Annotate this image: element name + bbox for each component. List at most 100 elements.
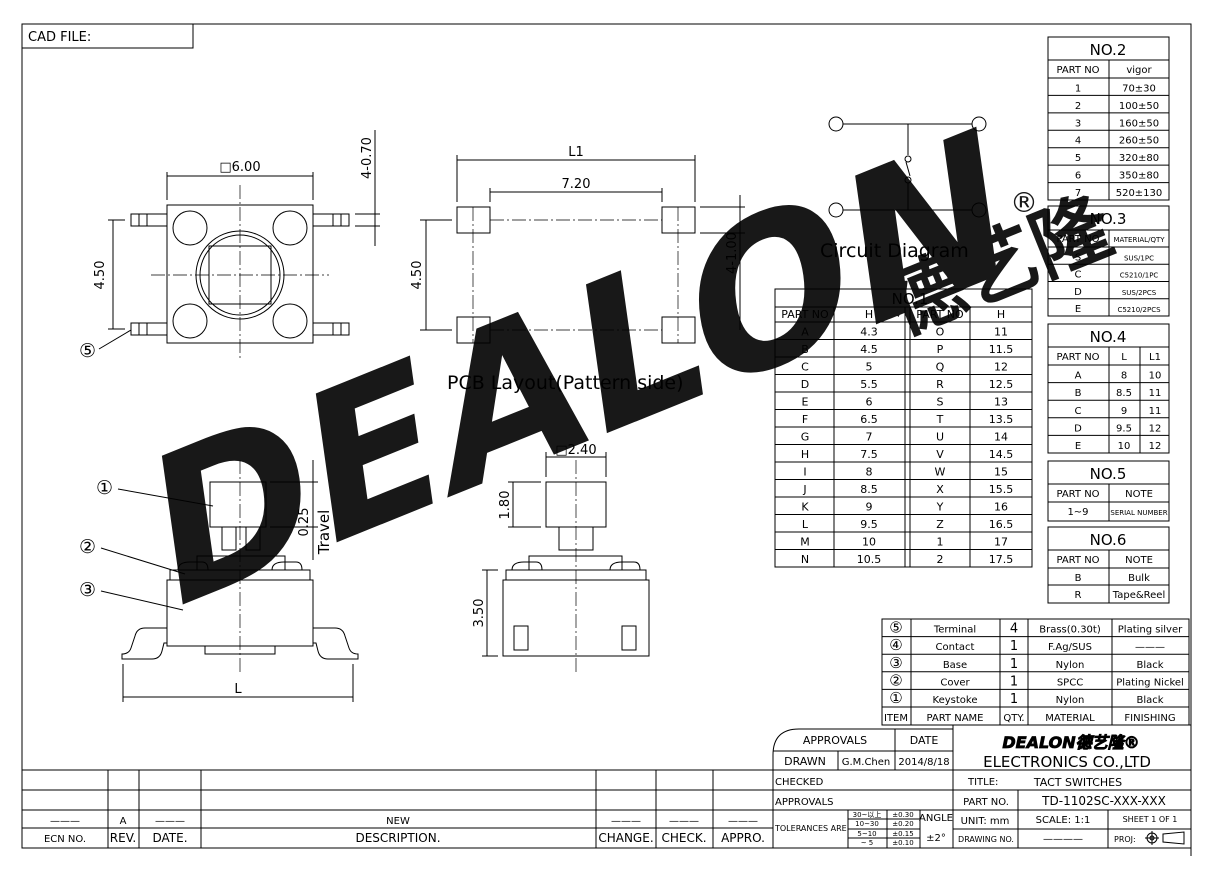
table-no4-cell: 12 [1149, 441, 1162, 452]
circuit-diagram: Circuit Diagram [820, 116, 987, 262]
table-no2-h1: vigor [1126, 65, 1152, 76]
table-no6-h0: PART NO [1056, 555, 1099, 566]
table-no2-cell: 5 [1075, 153, 1081, 164]
projection-icon [1145, 831, 1185, 845]
bom-cell: Contact [936, 642, 975, 653]
balloon-5: ⑤ [79, 340, 96, 362]
table-no6-r1c1: Tape&Reel [1112, 590, 1165, 601]
tb-date: DATE [910, 734, 939, 747]
revision-cell: ——— [155, 816, 185, 827]
table-no1-cell: 14.5 [989, 448, 1014, 461]
side-view: L 0.25 Travel ① ② ③ [79, 460, 359, 702]
table-no4-cell: 12 [1149, 423, 1162, 434]
table-no3-h0: PART NO [1056, 234, 1099, 245]
table-no1-cell: 10 [862, 536, 876, 549]
table-no1-h0: PART NO [781, 308, 829, 321]
table-no1-cell: C [801, 361, 809, 374]
table-no2-cell: 4 [1075, 136, 1081, 147]
revision-header: CHECK. [661, 831, 706, 845]
table-no5-title: NO.5 [1090, 465, 1127, 483]
table-no6-r0c1: Bulk [1128, 573, 1150, 584]
sheet-border [21, 23, 1192, 849]
table-no1-cell: W [935, 466, 946, 479]
tol-range-1: 10~30 [855, 820, 879, 828]
table-no1-cell: 15 [994, 466, 1008, 479]
bom-cell: 1 [1010, 692, 1018, 707]
table-no1-cell: R [936, 378, 944, 391]
table-no1-cell: Z [936, 518, 944, 531]
tol-range-3: ~ 5 [861, 839, 874, 847]
corner-marks [1183, 847, 1192, 856]
table-no1-cell: 11.5 [989, 343, 1014, 356]
table-no2-cell: 350±80 [1119, 171, 1159, 182]
table-no1-cell: 9 [866, 501, 873, 514]
revision-cell: A [120, 816, 127, 827]
table-no1-cell: N [801, 553, 809, 566]
table-no1-cell: 11 [994, 326, 1008, 339]
table-no4-cell: 10 [1149, 371, 1162, 382]
tb-proj: PROJ: [1114, 835, 1136, 844]
table-no1-cell: 13 [994, 396, 1008, 409]
table-no1-cell: E [802, 396, 809, 409]
tb-part-no: TD-1102SC-XXX-XXX [1041, 794, 1166, 808]
watermark-latin: DEALON [139, 79, 1021, 660]
balloon-1: ① [96, 477, 113, 499]
table-no2-cell: 1 [1075, 83, 1081, 94]
top-view: □6.00 4.50 4-0.70 ⑤ [79, 130, 380, 362]
dim-length: L [234, 682, 242, 697]
bom-cell: F.Ag/SUS [1048, 642, 1092, 653]
bom-cell: Plating silver [1118, 625, 1183, 636]
table-no4-h2: L1 [1149, 352, 1161, 363]
title-block: APPROVALS DATE DRAWN G.M.Chen 2014/8/18 … [772, 724, 1191, 848]
table-no5-r0c1: SERIAL NUMBER [1110, 509, 1167, 517]
table-no5: NO.5 PART NO NOTE 1~9 SERIAL NUMBER [1047, 460, 1170, 522]
tb-checked: CHECKED [775, 777, 824, 788]
table-no6-r1c0: R [1075, 590, 1082, 601]
table-no2-cell: 70±30 [1122, 83, 1156, 94]
circuit-caption: Circuit Diagram [820, 240, 969, 262]
table-no1-cell: 12 [994, 361, 1008, 374]
table-no1-cell: D [801, 378, 809, 391]
revision-cell: ——— [611, 816, 641, 827]
revision-header: ECN NO. [44, 834, 86, 845]
table-no1-cell: 9.5 [860, 518, 878, 531]
table-no1-cell: Y [936, 501, 944, 514]
bom-cell: ① [889, 689, 902, 707]
tb-angle: ANGLE [919, 813, 953, 824]
table-no6-h1: NOTE [1125, 555, 1153, 566]
table-no5-h1: NOTE [1125, 489, 1153, 500]
table-no1-cell: 4.5 [860, 343, 878, 356]
dim-pcb-height: 4.50 [410, 261, 425, 290]
tb-part-no-label: PART NO. [963, 797, 1009, 808]
table-no3-title: NO.3 [1090, 210, 1127, 228]
bom-header-cell: ITEM [884, 713, 908, 724]
table-no4-cell: D [1074, 423, 1082, 434]
tb-tolerances: TOLERANCES ARE [774, 824, 847, 833]
table-no3-cell: D [1074, 287, 1082, 298]
table-no1-cell: 5 [866, 361, 873, 374]
revision-header: DESCRIPTION. [355, 831, 440, 845]
revision-header: APPRO. [721, 831, 765, 845]
table-no1-h3: H [997, 308, 1005, 321]
table-no1-title: NO.1 [892, 290, 929, 308]
table-no4-cell: 8.5 [1116, 388, 1132, 399]
table-no2-cell: 2 [1075, 101, 1081, 112]
table-no1-cell: 10.5 [857, 553, 882, 566]
table-no1-cell: 16 [994, 501, 1008, 514]
table-no1-cell: 7 [866, 431, 873, 444]
table-no1-cell: H [801, 448, 809, 461]
tol-value-1: ±0.20 [892, 820, 913, 828]
table-no1-cell: 8.5 [860, 483, 878, 496]
bom-cell: Plating Nickel [1116, 677, 1184, 688]
tb-unit: UNIT: mm [961, 816, 1010, 827]
table-no4-cell: A [1075, 371, 1082, 382]
table-no2-cell: 260±50 [1119, 136, 1159, 147]
bom-cell: Cover [940, 677, 970, 688]
table-no3-cell: C [1075, 270, 1082, 281]
table-no1-cell: P [937, 343, 944, 356]
table-no2-cell: 3 [1075, 118, 1081, 129]
bom-cell: ⑤ [889, 619, 902, 637]
